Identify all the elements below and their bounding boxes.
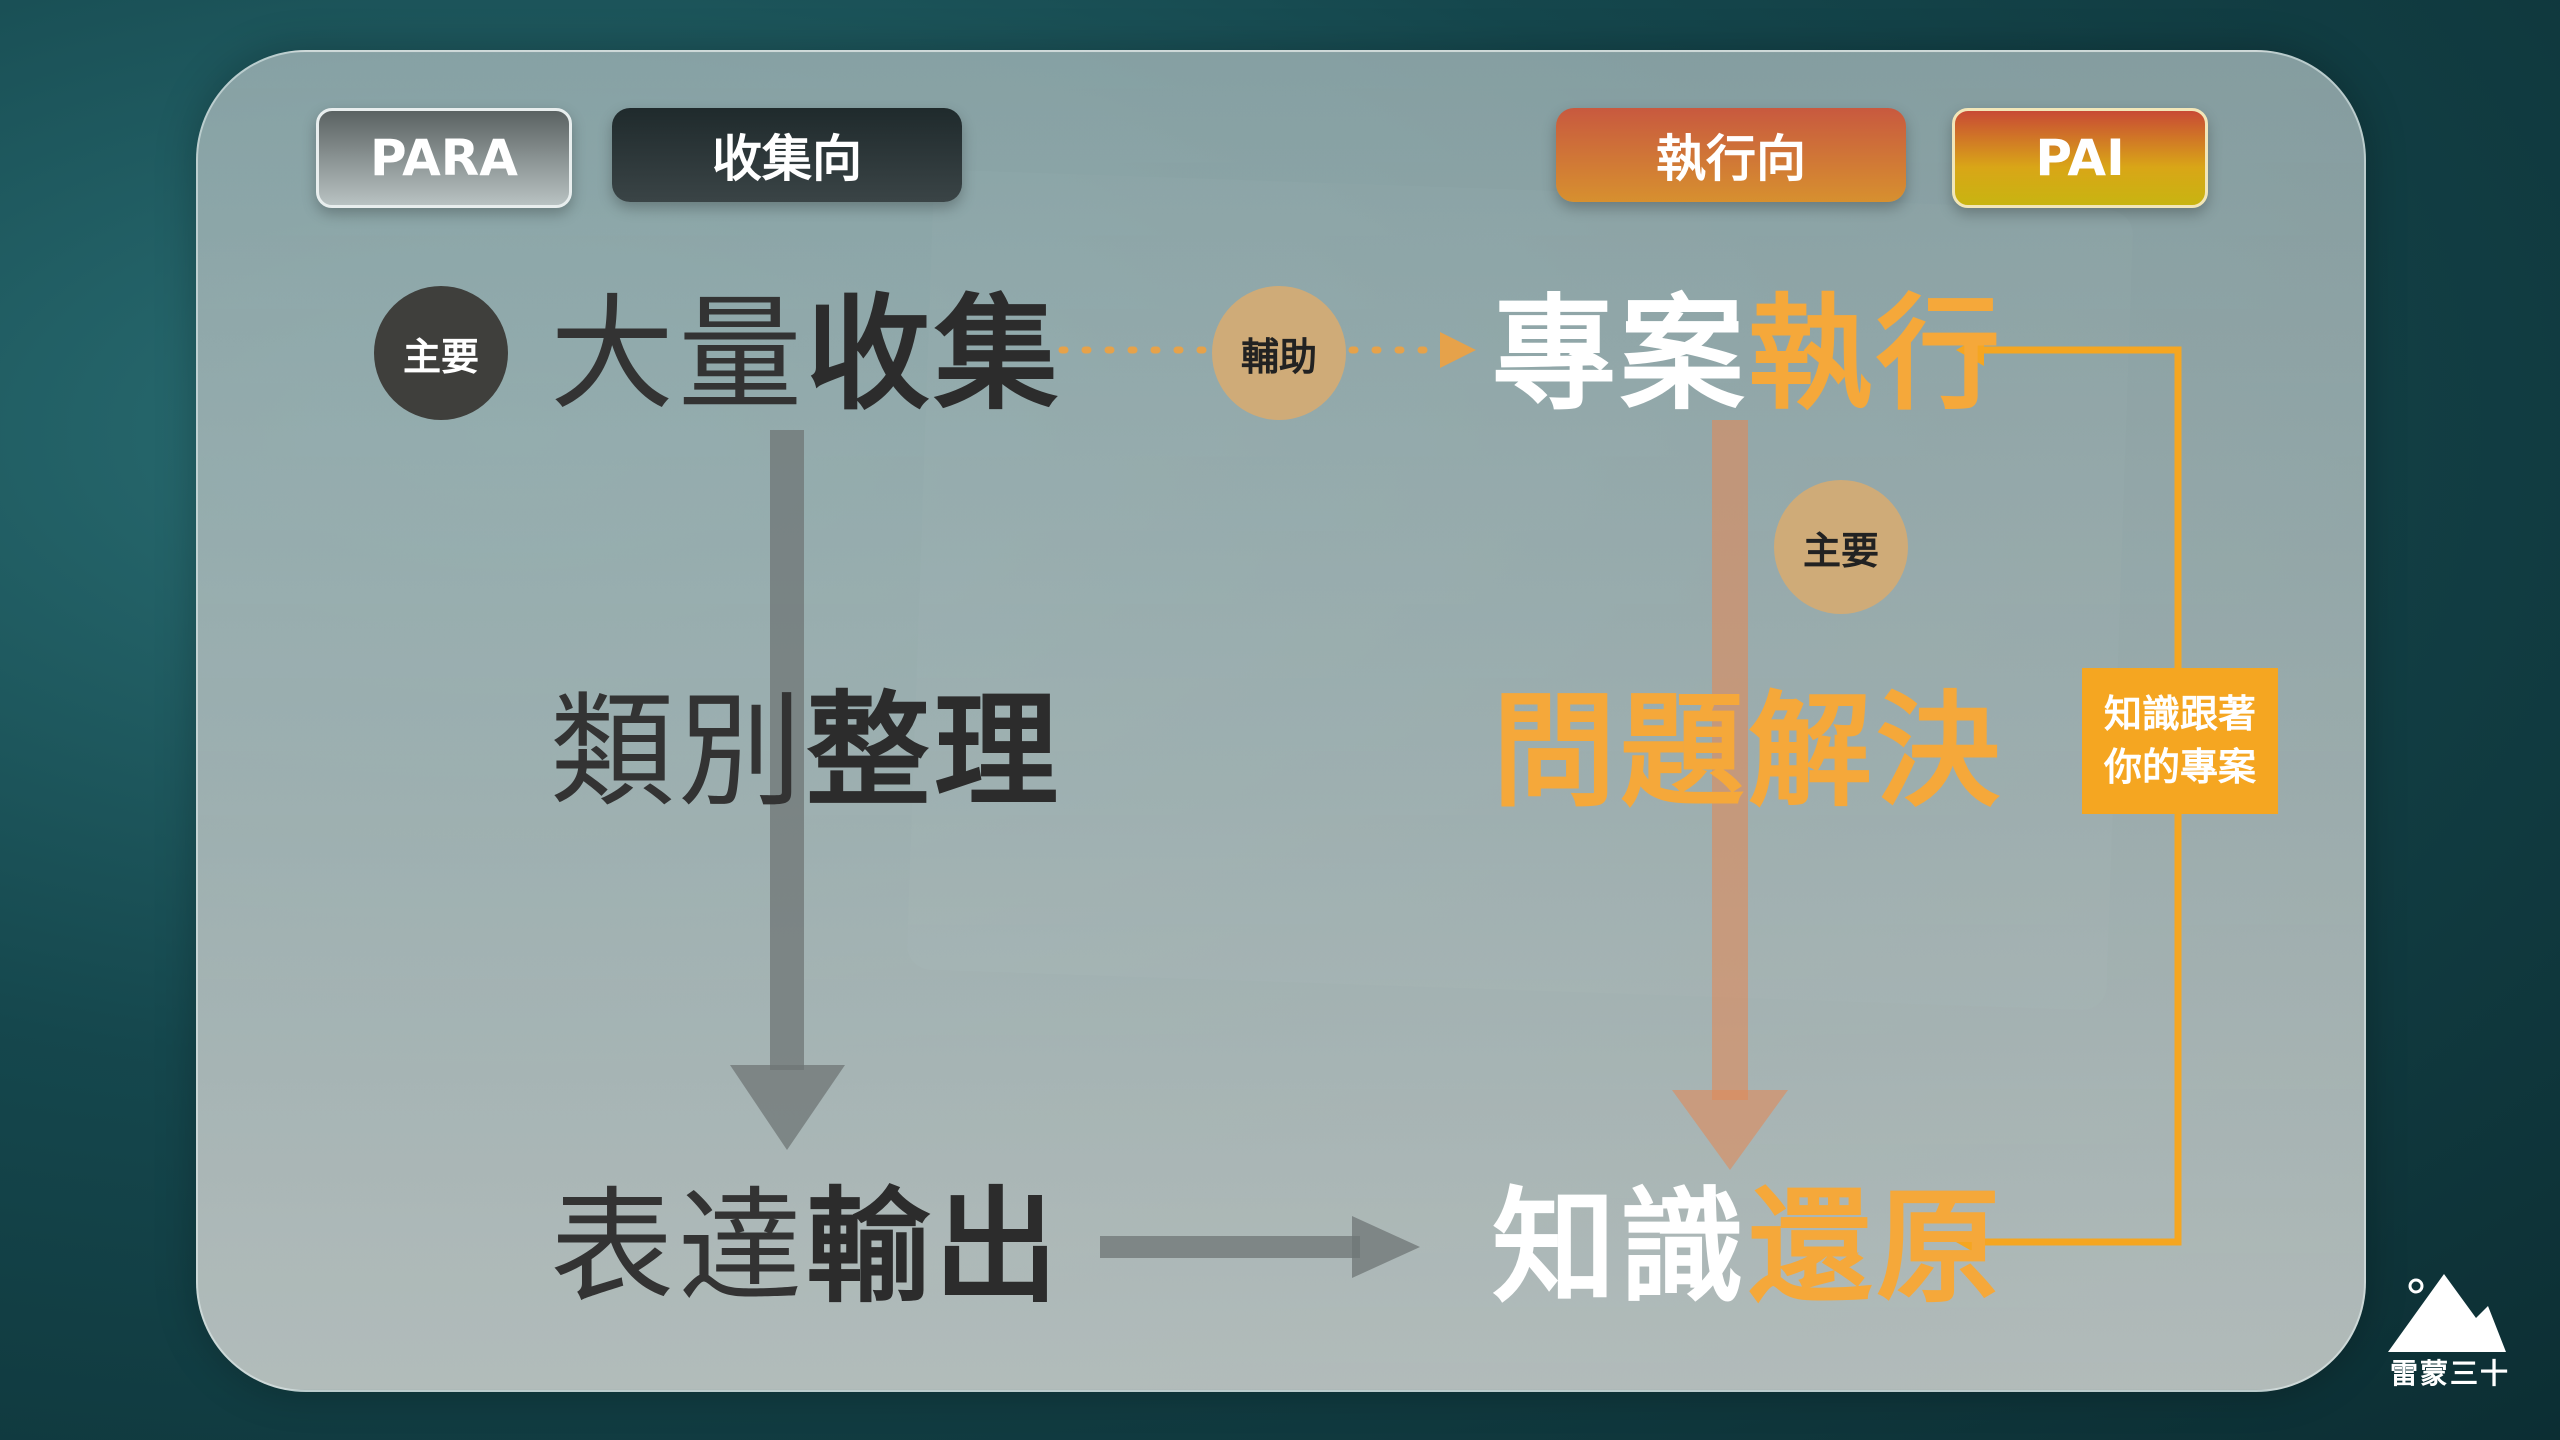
loop-arrowhead-top <box>1956 334 1984 366</box>
slide-panel <box>196 50 2366 1392</box>
note-line1: 知識跟著 <box>2103 691 2256 736</box>
step-output-prefix: 表達 <box>550 1176 807 1320</box>
tag-pai: PAI <box>1952 108 2208 208</box>
step-organize-prefix: 類別 <box>550 680 807 824</box>
tag-collect: 收集向 <box>612 108 962 202</box>
tag-exec: 執行向 <box>1556 108 1906 202</box>
tag-para: PARA <box>316 108 572 208</box>
bottom-horizontal-shaft <box>1100 1236 1360 1258</box>
badge-aux: 輔助 <box>1212 286 1346 420</box>
step-collect: 大量收集 <box>550 293 1062 417</box>
step-output: 表達輸出 <box>550 1186 1062 1310</box>
note-box: 知識跟著 你的專案 <box>2082 668 2278 814</box>
step-project-keyword: 執行 <box>1748 283 2005 427</box>
loop-line <box>1984 346 2182 668</box>
right-vertical-shaft <box>1712 420 1748 1100</box>
left-vertical-shaft <box>770 430 804 1070</box>
bottom-horizontal-arrowhead <box>1352 1216 1420 1278</box>
step-knowledge-keyword: 還原 <box>1748 1176 2005 1320</box>
step-problem-solving: 問題解決 <box>1492 690 2004 814</box>
step-project-exec: 專案執行 <box>1492 293 2004 417</box>
badge-main-left: 主要 <box>374 286 508 420</box>
loop-arrowhead-bottom <box>1956 1226 1984 1258</box>
note-line2: 你的專案 <box>2103 745 2256 789</box>
mountain-icon <box>2388 1274 2506 1352</box>
loop-line-lower <box>1984 814 2182 1246</box>
step-problem-keyword: 問題解決 <box>1492 680 2005 824</box>
step-collect-keyword: 收集 <box>806 283 1063 427</box>
step-output-keyword: 輸出 <box>806 1176 1063 1320</box>
badge-main-right: 主要 <box>1774 480 1908 614</box>
step-knowledge-restore: 知識還原 <box>1492 1186 2004 1310</box>
step-knowledge-prefix: 知識 <box>1492 1176 1749 1320</box>
logo-text: 雷蒙三十 <box>2390 1357 2511 1390</box>
step-organize-keyword: 整理 <box>806 680 1063 824</box>
left-vertical-arrowhead <box>730 1065 845 1150</box>
dotted-arrowhead <box>1440 332 1476 368</box>
step-project-prefix: 專案 <box>1492 283 1749 427</box>
right-vertical-arrowhead <box>1672 1090 1788 1170</box>
step-organize: 類別整理 <box>550 690 1062 814</box>
step-collect-prefix: 大量 <box>550 283 807 427</box>
